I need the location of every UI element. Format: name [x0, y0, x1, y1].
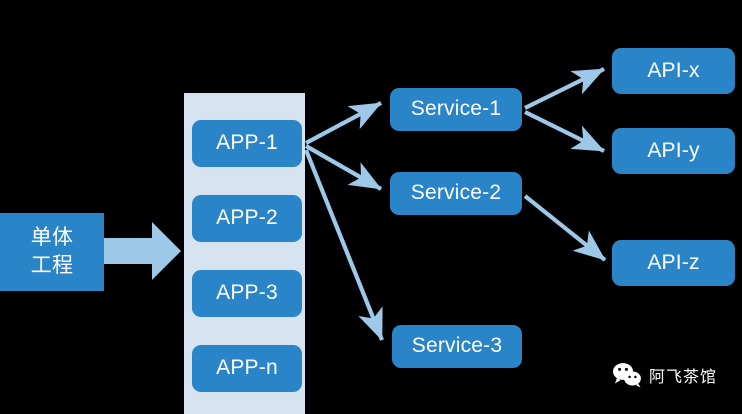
app-n-label: APP-n	[216, 356, 278, 380]
node-monolith[interactable]: 单体 工程	[0, 213, 104, 291]
arrow-service1-to-apiy	[524, 110, 605, 153]
node-service-3[interactable]: Service-3	[392, 325, 522, 368]
node-api-y[interactable]: API-y	[612, 128, 735, 174]
node-api-x[interactable]: API-x	[612, 48, 735, 94]
node-service-2[interactable]: Service-2	[390, 172, 522, 215]
node-api-z[interactable]: API-z	[612, 240, 735, 286]
node-app-n[interactable]: APP-n	[192, 345, 302, 392]
service-3-label: Service-3	[411, 334, 503, 358]
node-app-3[interactable]: APP-3	[192, 270, 302, 317]
arrow-app1-to-service3	[304, 149, 384, 341]
arrow-service1-to-apix	[524, 67, 605, 110]
api-y-label: API-y	[647, 138, 700, 162]
api-z-label: API-z	[647, 250, 700, 274]
node-app-1[interactable]: APP-1	[192, 120, 302, 167]
node-service-1[interactable]: Service-1	[390, 88, 522, 131]
arrow-monolith-to-apps	[104, 222, 181, 280]
service-2-label: Service-2	[410, 181, 502, 205]
api-x-label: API-x	[647, 58, 700, 82]
node-app-2[interactable]: APP-2	[192, 195, 302, 242]
arrow-app1-to-service1	[305, 101, 382, 145]
app-1-label: APP-1	[216, 131, 278, 155]
service-1-label: Service-1	[410, 97, 502, 121]
arrow-app1-to-service2	[304, 144, 383, 191]
monolith-label-line2: 工程	[30, 254, 74, 277]
app-3-label: APP-3	[216, 281, 278, 305]
app-2-label: APP-2	[216, 206, 278, 230]
monolith-label-line1: 单体	[30, 225, 74, 249]
wechat-icon	[613, 363, 641, 388]
arrow-service2-to-apiz	[523, 194, 607, 262]
watermark-text: 阿飞茶馆	[649, 369, 718, 386]
watermark: 阿飞茶馆	[612, 362, 717, 388]
